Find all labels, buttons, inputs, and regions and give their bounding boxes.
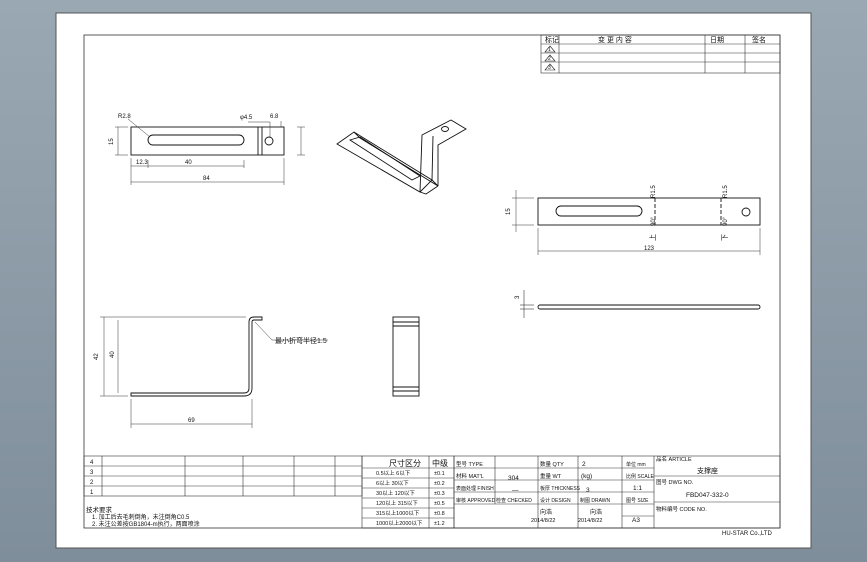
dim-radius: R2.8: [118, 114, 131, 120]
revision-header-mark: 标记: [545, 35, 559, 44]
notes-line-1: 1. 加工后去毛刺倒角，未注倒角C0.5: [92, 513, 190, 521]
drawn-name: 向浩: [590, 508, 602, 516]
scale-label: 比例 SCALE: [626, 473, 654, 480]
tol-value-6: ±1.2: [434, 521, 445, 527]
tol-value-3: ±0.3: [434, 491, 445, 497]
tol-value-4: ±0.5: [434, 501, 445, 507]
material-label: 材料 MAT'L: [456, 472, 484, 480]
article-value: 支撑座: [697, 466, 718, 475]
tol-range-4: 120以上 315以下: [376, 499, 418, 507]
paper: [55, 12, 812, 549]
drawn-date: 2014/8/22: [578, 518, 602, 524]
design-name: 向浩: [540, 508, 552, 516]
tol-range-6: 1000以上2000以下: [376, 519, 423, 527]
scale-value: 1:1: [633, 485, 642, 492]
thickness-value: 3: [586, 487, 590, 494]
revision-header-date: 日期: [710, 36, 724, 44]
left-mark-3: 3: [90, 470, 94, 476]
article-label: 品名 ARTICLE: [656, 455, 692, 463]
revision-mark-3: 3: [548, 65, 551, 71]
tol-value-2: ±0.2: [434, 481, 445, 487]
tolerance-rows: 0.5以上 6以下 ±0.1 6以上 30以下 ±0.2 30以上 120以下 …: [376, 469, 445, 527]
tol-value-1: ±0.1: [434, 471, 445, 477]
size-label: 图号 SIZE: [626, 498, 649, 504]
revision-triangles: [544, 45, 556, 71]
bent-dim-height-outer: 42: [94, 353, 100, 360]
qty-value: 2: [582, 461, 586, 468]
dim-height: 15: [109, 138, 115, 145]
flat-angle-1: 90°: [651, 216, 657, 226]
tolerance-table: [361, 455, 455, 529]
finish-value: —: [512, 487, 519, 494]
bent-side-view: [130, 316, 263, 397]
dim-total-length: 84: [203, 176, 210, 182]
left-info-block: [83, 455, 363, 497]
front-view: [130, 126, 285, 156]
bend-radius-note: 最小折弯半径1.5: [275, 336, 327, 345]
flat-bend-down: 下: [721, 234, 729, 241]
flat-pattern-dimensions: [512, 190, 761, 255]
tol-value-5: ±0.8: [434, 511, 445, 517]
dwg-label: 图号 DWG NO.: [656, 478, 694, 486]
flat-dim-width: 15: [506, 208, 512, 215]
title-block: [453, 455, 781, 529]
code-label: 物料编号 CODE NO.: [656, 505, 707, 513]
material-value: 304: [508, 475, 519, 482]
checked-label: 检查 CHECKED: [496, 497, 532, 504]
tol-range-5: 315以上1000以下: [376, 509, 420, 517]
thickness-view: [520, 290, 761, 318]
thickness-label: 板厚 THICKNESS: [540, 485, 581, 492]
revision-mark-1: 1: [548, 47, 551, 53]
tolerance-header-grade: 中级: [432, 458, 448, 468]
revision-table: [540, 34, 781, 74]
bent-side-dimensions: [100, 316, 328, 428]
drawn-label: 制图 DRAWN: [580, 497, 610, 504]
type-label: 型号 TYPE: [456, 460, 483, 468]
flat-dim-length: 123: [644, 246, 655, 252]
flat-bend-up: 上: [648, 234, 657, 241]
dim-hole-offset: 6.8: [270, 114, 279, 120]
revision-header-content: 变 更 内 容: [598, 35, 632, 44]
revision-header-sign: 签名: [752, 35, 766, 44]
unit-label: 单位 mm: [626, 461, 646, 468]
end-view: [392, 316, 420, 397]
qty-label: 数量 QTY: [540, 460, 564, 468]
front-view-dimensions: [115, 118, 305, 185]
tol-range-1: 0.5以上 6以下: [376, 469, 411, 477]
company-name: HU-STAR Co.,LTD: [722, 531, 772, 537]
bent-dim-height-inner: 40: [110, 351, 116, 358]
tol-range-3: 30以上 120以下: [376, 489, 415, 497]
left-mark-4: 4: [90, 460, 94, 466]
design-date: 2014/8/22: [531, 518, 555, 524]
notes-title: 技术要求: [86, 505, 113, 514]
revision-mark-2: 2: [548, 56, 551, 62]
tol-range-2: 6以上 30以下: [376, 479, 409, 487]
bent-dim-length: 69: [188, 418, 195, 424]
dwg-value: FBD047-332-0: [686, 492, 729, 499]
notes-line-2: 2. 未注公差按GB1804-m执行，两面喷涂: [92, 520, 200, 528]
finish-label: 表面处理 FINISH: [456, 485, 494, 492]
isometric-view: [336, 119, 467, 195]
weight-value: (kg): [581, 473, 592, 480]
approved-label: 审核 APPROVED: [456, 497, 496, 504]
flat-radius-1: R1.5: [651, 185, 657, 198]
flat-radius-2: R1.5: [723, 185, 729, 198]
left-mark-2: 2: [90, 480, 94, 486]
left-mark-1: 1: [90, 490, 94, 496]
dim-hole-diameter: φ4.5: [240, 115, 253, 121]
flat-pattern-view: [537, 197, 761, 226]
dim-slot-length: 40: [185, 160, 192, 166]
weight-label: 重量 WT: [540, 472, 562, 480]
flat-angle-2: 90°: [723, 216, 729, 226]
dim-slot-start: 12.3: [136, 160, 148, 166]
tolerance-header-range: 尺寸区分: [389, 458, 421, 468]
thickness-dim: 3: [515, 295, 521, 299]
design-label: 设计 DESIGN: [540, 497, 571, 504]
size-value: A3: [632, 517, 640, 524]
